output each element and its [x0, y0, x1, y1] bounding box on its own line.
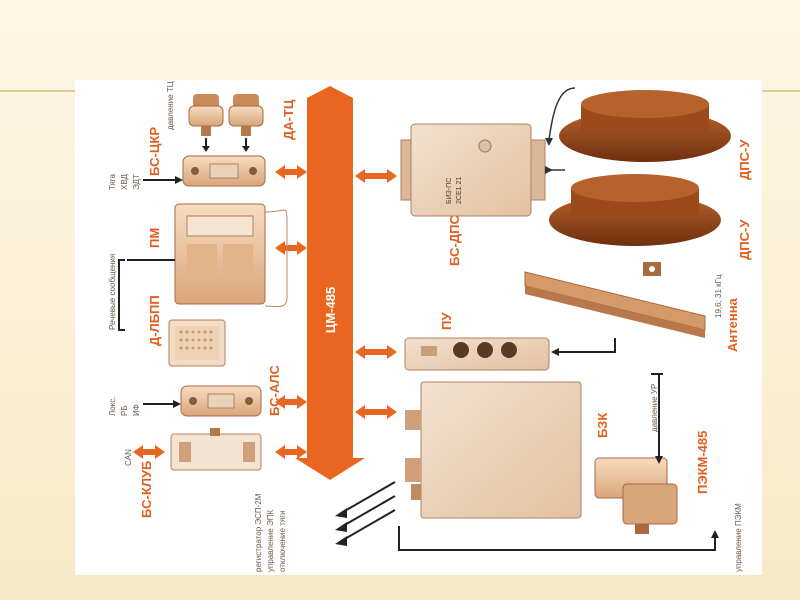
arrow-bs-als: [275, 395, 307, 409]
can-arrow: [133, 445, 165, 459]
arrow-pu: [355, 345, 397, 359]
antenna-connection: [551, 338, 616, 356]
edt-label: ЭДТ: [132, 174, 141, 190]
arrow-pm: [275, 241, 307, 255]
loks-label: Локс.: [108, 396, 117, 416]
dps-u-bottom-label: ДПС-У: [737, 219, 752, 260]
bs-dps-label: БС-ДПС: [447, 215, 462, 266]
arrow-bs-ckr: [275, 165, 307, 179]
pressure-ur-label: давление УР: [650, 384, 659, 432]
upr-pekm-label: управление ПЭКМ: [734, 503, 743, 572]
d-lbpp-label: Д-ЛБПП: [147, 295, 162, 346]
diagram-panel: ЦМ-485: [75, 80, 762, 575]
device-bs-dps: БИЗ-ПС 2СЕ1 21 БС-ДПС: [400, 123, 546, 266]
arrow-bzk: [355, 405, 397, 419]
otkl-tyagi-label: отключение тяги: [278, 510, 287, 572]
bs-als-label: БС-АЛС: [267, 364, 282, 416]
pekm-connections: [398, 373, 719, 551]
device-pu: ПУ: [404, 312, 550, 371]
arrow-bs-klub: [275, 445, 307, 459]
device-bs-als: БС-АЛС: [180, 364, 282, 417]
device-bs-ckr: БС-ЦКР: [147, 127, 266, 187]
sensor-1: [188, 94, 224, 136]
device-d-lbpp: Д-ЛБПП Речевые сообщения: [108, 254, 226, 367]
system-diagram: ЦМ-485: [108, 81, 752, 572]
device-dps-u-bottom: ДПС-У: [549, 174, 752, 260]
device-bzk: БЗК: [405, 381, 610, 519]
if-label: ИФ: [132, 404, 141, 416]
device-antenna: Антенна 19,6; 31 кГц: [524, 262, 740, 352]
rb-label: РБ: [120, 405, 129, 416]
pressure-tc-label: давление ТЦ: [166, 81, 175, 130]
sensor-2: [228, 94, 264, 136]
bus-label: ЦМ-485: [323, 287, 338, 333]
upr-epk-label: управление ЭПК: [266, 510, 275, 572]
bs-dps-sub: 2СЕ1 21: [456, 177, 463, 204]
hvd-label: ХВД: [120, 174, 129, 190]
can-label: CAN: [124, 449, 133, 466]
device-pm: ПМ: [147, 203, 288, 308]
bzk-label: БЗК: [595, 413, 610, 438]
device-pekm: ПЭКМ-485 давление УР управление ПЭКМ: [594, 384, 743, 572]
dps-connections: [545, 87, 576, 174]
output-lines: регистратор ЭСП-2М управление ЭПК отключ…: [254, 481, 396, 572]
tyaga-label: Тяга: [108, 173, 117, 190]
pekm-label: ПЭКМ-485: [695, 431, 710, 494]
bus-tsm-485: ЦМ-485: [295, 86, 365, 480]
arrow-bs-dps: [355, 169, 397, 183]
registrator-label: регистратор ЭСП-2М: [254, 493, 263, 572]
device-dps-u-top: ДПС-У: [559, 90, 752, 180]
speech-label: Речевые сообщения: [108, 254, 117, 330]
bs-als-inputs: Локс. РБ ИФ: [108, 396, 181, 416]
pu-label: ПУ: [439, 312, 454, 330]
device-bs-klub: БС-КЛУБ CAN: [124, 428, 262, 518]
left-bus-arrows: [275, 165, 307, 459]
bs-klub-label: БС-КЛУБ: [139, 461, 154, 518]
device-da-tc: давление ТЦ ДА-ТЦ: [166, 81, 296, 152]
freq-label: 19,6; 31 кГц: [714, 274, 723, 318]
bs-dps-brand: БИЗ-ПС: [446, 178, 453, 204]
antenna-label: Антенна: [725, 297, 740, 352]
bs-ckr-inputs: Тяга ХВД ЭДТ: [108, 173, 183, 190]
pm-label: ПМ: [147, 228, 162, 248]
right-bus-arrows: [355, 169, 397, 419]
bs-ckr-label: БС-ЦКР: [147, 127, 162, 176]
da-tc-label: ДА-ТЦ: [281, 99, 296, 140]
dps-u-top-label: ДПС-У: [737, 139, 752, 180]
